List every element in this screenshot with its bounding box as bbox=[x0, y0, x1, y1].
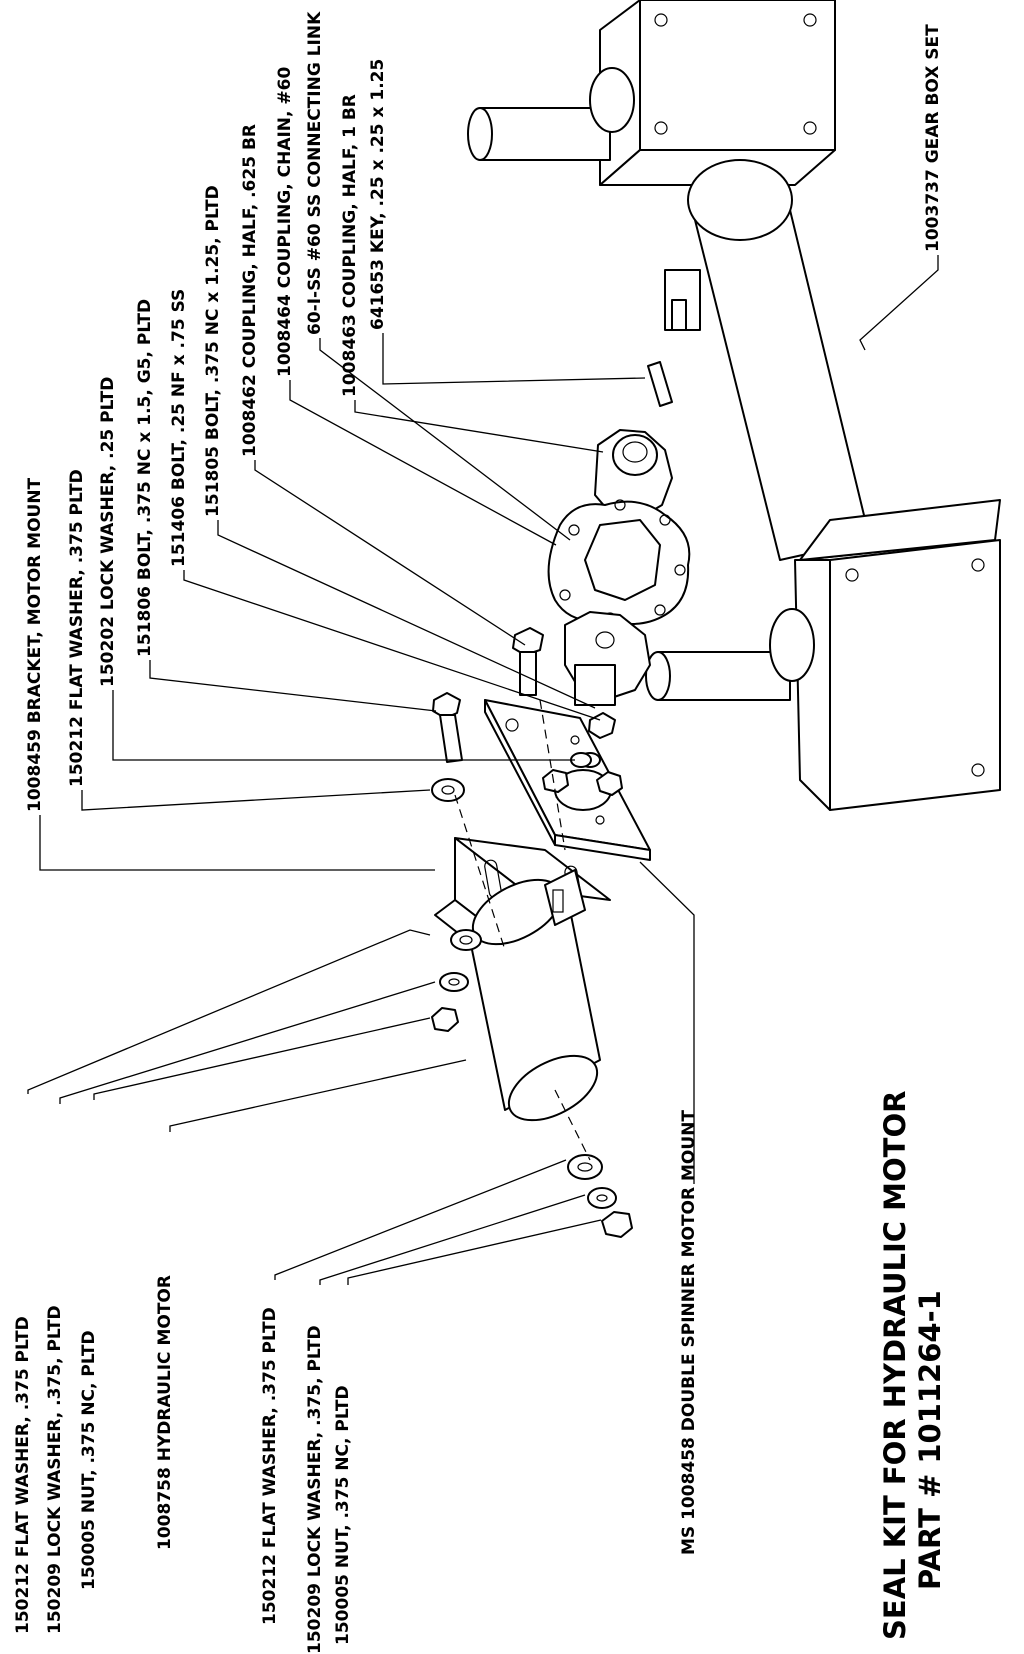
callout-coupling-half-1: 1008463 COUPLING, HALF, 1 BR bbox=[340, 94, 360, 397]
gear-box-set bbox=[467, 0, 1001, 811]
callout-lock-washer-375-left: 150209 LOCK WASHER, .375, PLTD bbox=[45, 1305, 65, 1634]
callout-coupling-half-625: 1008462 COUPLING, HALF, .625 BR bbox=[240, 124, 260, 457]
left-washers-nut bbox=[431, 929, 482, 1032]
callout-nut-375-left: 150005 NUT, .375 NC, PLTD bbox=[79, 1330, 99, 1590]
callout-key: 641653 KEY, .25 x .25 x 1.25 bbox=[368, 59, 388, 330]
upper-washers bbox=[431, 752, 592, 802]
callout-double-spinner-motor-mount: MS 1008458 DOUBLE SPINNER MOTOR MOUNT bbox=[679, 1110, 699, 1555]
callout-connecting-link: 60-I-SS #60 SS CONNECTING LINK bbox=[305, 11, 325, 335]
motor-mount-plate bbox=[484, 699, 651, 861]
callout-lock-washer-375-lower: 150209 LOCK WASHER, .375, PLTD bbox=[305, 1325, 325, 1654]
chain-coupling bbox=[547, 499, 691, 625]
coupling-half-625-br bbox=[564, 611, 651, 706]
title-line-1: SEAL KIT FOR HYDRAULIC MOTOR bbox=[878, 1091, 912, 1640]
callout-hydraulic-motor: 1008758 HYDRAULIC MOTOR bbox=[155, 1275, 175, 1550]
leader-lines bbox=[27, 255, 939, 1285]
callout-bracket-motor-mount: 1008459 BRACKET, MOTOR MOUNT bbox=[25, 477, 45, 812]
callout-flat-washer-375-upper: 150212 FLAT WASHER, .375 PLTD bbox=[67, 469, 87, 787]
callout-labels: 150212 FLAT WASHER, .375 PLTD 150209 LOC… bbox=[13, 11, 943, 1654]
lower-washers-nut bbox=[567, 1154, 633, 1238]
diagram-title: SEAL KIT FOR HYDRAULIC MOTOR PART # 1011… bbox=[878, 1091, 947, 1640]
callout-bolt-151805: 151805 BOLT, .375 NC x 1.25, PLTD bbox=[203, 185, 223, 517]
key-part bbox=[647, 361, 673, 407]
callout-flat-washer-375-lower: 150212 FLAT WASHER, .375 PLTD bbox=[260, 1307, 280, 1625]
callout-nut-375-lower: 150005 NUT, .375 NC, PLTD bbox=[333, 1385, 353, 1645]
hydraulic-motor bbox=[469, 869, 601, 1122]
callout-flat-washer-375-left: 150212 FLAT WASHER, .375 PLTD bbox=[13, 1316, 33, 1634]
coupling-half-1-br bbox=[594, 429, 673, 519]
callout-bolt-151406: 151406 BOLT, .25 NF x .75 SS bbox=[169, 289, 189, 567]
callout-gear-box-set: 1003737 GEAR BOX SET bbox=[923, 24, 943, 252]
callout-bolt-151806: 151806 BOLT, .375 NC x 1.5, G5, PLTD bbox=[135, 299, 155, 657]
callout-coupling-chain-60: 1008464 COUPLING, CHAIN, #60 bbox=[275, 67, 295, 377]
title-line-2: PART # 1011264-1 bbox=[913, 1290, 947, 1590]
callout-lock-washer-25: 150202 LOCK WASHER, .25 PLTD bbox=[98, 377, 118, 687]
